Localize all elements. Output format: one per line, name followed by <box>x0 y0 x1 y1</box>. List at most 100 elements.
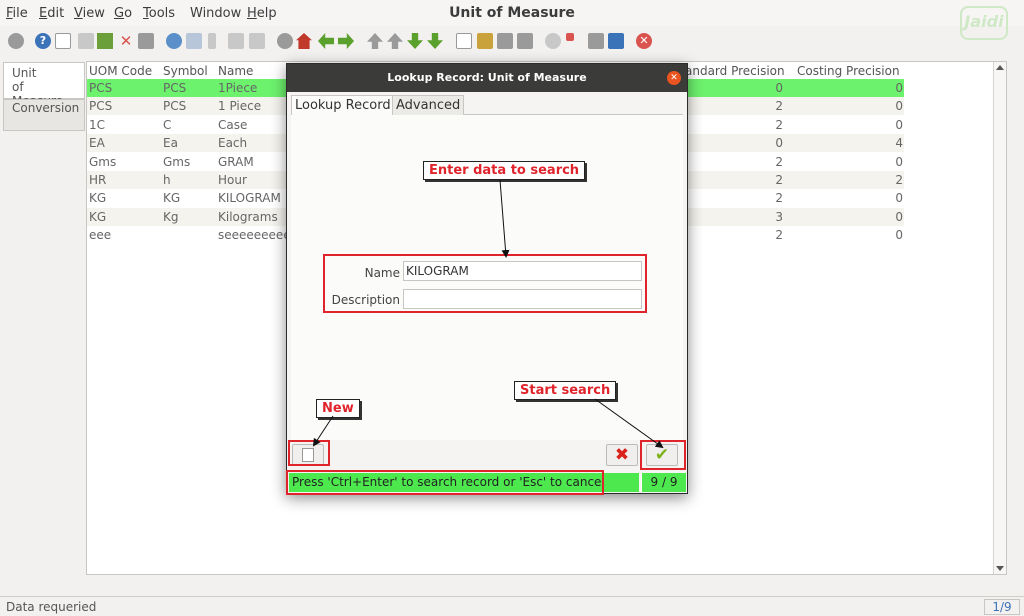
cell-uom-code: eee <box>89 228 112 243</box>
cell-costing-precision: 0 <box>895 228 903 243</box>
dialog-title: Lookup Record: Unit of Measure <box>287 64 687 92</box>
save-icon[interactable] <box>97 33 113 49</box>
col-uom-code[interactable]: UOM Code <box>89 64 153 78</box>
cell-symbol: Kg <box>163 209 179 224</box>
cell-name: 1Piece <box>218 81 258 95</box>
back-icon[interactable] <box>318 33 334 49</box>
print-icon[interactable] <box>517 33 533 49</box>
archive-icon[interactable] <box>477 33 493 49</box>
table-row[interactable]: eee seeeeeeeee 2 0 <box>87 226 904 244</box>
workflow-icon[interactable] <box>566 33 574 41</box>
product-info-icon[interactable] <box>608 33 624 49</box>
cell-name: 1 Piece <box>218 99 262 114</box>
name-label: Name <box>364 266 400 280</box>
cell-standard-precision: 2 <box>775 99 783 114</box>
zoom-icon[interactable] <box>277 33 293 49</box>
tab-conversion[interactable]: Conversion <box>3 99 85 131</box>
toolbar: ? ✕ ✕ <box>0 28 960 56</box>
tab-label: Unit <box>12 66 37 80</box>
dialog-tabs: Lookup Record Advanced <box>291 95 683 115</box>
cell-costing-precision: 2 <box>895 173 903 187</box>
copy-record-icon[interactable] <box>78 33 94 49</box>
menu-edit[interactable]: Edit <box>39 6 65 21</box>
cell-uom-code: Gms <box>89 154 117 169</box>
scroll-down-icon[interactable] <box>996 566 1004 571</box>
cell-uom-code: 1C <box>89 117 106 132</box>
undo-icon[interactable] <box>8 33 24 49</box>
cell-name: Kilograms <box>218 209 278 224</box>
scroll-up-icon[interactable] <box>996 65 1004 70</box>
attachment-icon[interactable] <box>208 33 216 49</box>
callout-new: New <box>316 399 360 418</box>
cell-uom-code: KG <box>89 191 107 206</box>
record-count: 1/9 <box>984 599 1020 615</box>
ok-button[interactable]: ✔ <box>646 444 678 466</box>
close-icon[interactable]: ✕ <box>667 71 681 85</box>
delete-icon[interactable]: ✕ <box>119 32 133 50</box>
menu-help[interactable]: Help <box>247 6 277 21</box>
find-icon[interactable] <box>186 33 202 49</box>
menu-window[interactable]: Window <box>190 6 242 21</box>
status-text: Data requeried <box>6 600 97 614</box>
cell-costing-precision: 4 <box>895 136 903 151</box>
col-standard-precision[interactable]: andard Precision <box>685 64 785 78</box>
cell-standard-precision: 2 <box>775 191 783 206</box>
cell-uom-code: KG <box>89 209 107 224</box>
print-preview-icon[interactable] <box>497 33 513 49</box>
chat-icon[interactable] <box>228 33 244 49</box>
report-icon[interactable] <box>456 33 472 49</box>
menu-file[interactable]: File <box>6 6 28 21</box>
cell-standard-precision: 0 <box>775 136 783 151</box>
tab-advanced[interactable]: Advanced <box>392 95 465 115</box>
checkmark-icon: ✔ <box>654 445 670 465</box>
menu-tools[interactable]: Tools <box>143 6 176 21</box>
previous-record-icon[interactable] <box>387 33 403 49</box>
cell-standard-precision: 2 <box>775 228 783 243</box>
window-title: Unit of Measure <box>449 5 575 21</box>
forward-icon[interactable] <box>338 33 354 49</box>
menu-bar: File Edit View Go Tools Window Help Unit… <box>0 0 1024 40</box>
next-record-icon[interactable] <box>407 33 423 49</box>
save-disabled-icon[interactable] <box>138 33 154 49</box>
app-logo: Jaidi <box>960 6 1008 40</box>
cell-costing-precision: 0 <box>895 209 903 224</box>
name-input[interactable] <box>403 261 642 281</box>
request-icon[interactable] <box>588 33 604 49</box>
lookup-dialog: Lookup Record: Unit of Measure ✕ Lookup … <box>286 63 688 494</box>
new-button[interactable] <box>292 444 324 466</box>
grid-scrollbar[interactable] <box>993 62 1006 574</box>
cell-symbol: Ea <box>163 136 178 151</box>
cell-symbol: h <box>163 173 171 187</box>
home-icon[interactable] <box>296 33 312 49</box>
refresh-icon[interactable] <box>166 33 182 49</box>
cell-costing-precision: 0 <box>895 99 903 114</box>
cell-name: GRAM <box>218 154 254 169</box>
dialog-record-count: 9 / 9 <box>641 473 686 492</box>
exit-icon[interactable]: ✕ <box>636 33 652 49</box>
menu-go[interactable]: Go <box>114 6 133 21</box>
new-record-icon[interactable] <box>55 33 71 49</box>
tab-unit-of-measure[interactable]: Unit of Measure <box>3 62 85 108</box>
cancel-button[interactable]: ✖ <box>606 444 638 466</box>
cell-symbol: Gms <box>163 154 191 169</box>
last-record-icon[interactable] <box>427 33 443 49</box>
cell-standard-precision: 2 <box>775 154 783 169</box>
cell-standard-precision: 2 <box>775 173 783 187</box>
menu-view[interactable]: View <box>74 6 105 21</box>
cell-costing-precision: 0 <box>895 81 903 95</box>
description-input[interactable] <box>403 289 642 309</box>
col-symbol[interactable]: Symbol <box>163 64 208 78</box>
zoom-across-icon[interactable] <box>545 33 561 49</box>
help-icon[interactable]: ? <box>35 33 51 49</box>
fullscreen-icon[interactable] <box>249 33 265 49</box>
col-costing-precision[interactable]: Costing Precision <box>797 64 900 78</box>
status-bar: Data requeried 1/9 <box>0 596 1024 616</box>
tab-lookup-record[interactable]: Lookup Record <box>291 95 395 115</box>
tab-label: Conversion <box>12 101 80 115</box>
first-record-icon[interactable] <box>367 33 383 49</box>
cell-name: seeeeeeeee <box>218 228 291 243</box>
col-name[interactable]: Name <box>218 64 254 78</box>
